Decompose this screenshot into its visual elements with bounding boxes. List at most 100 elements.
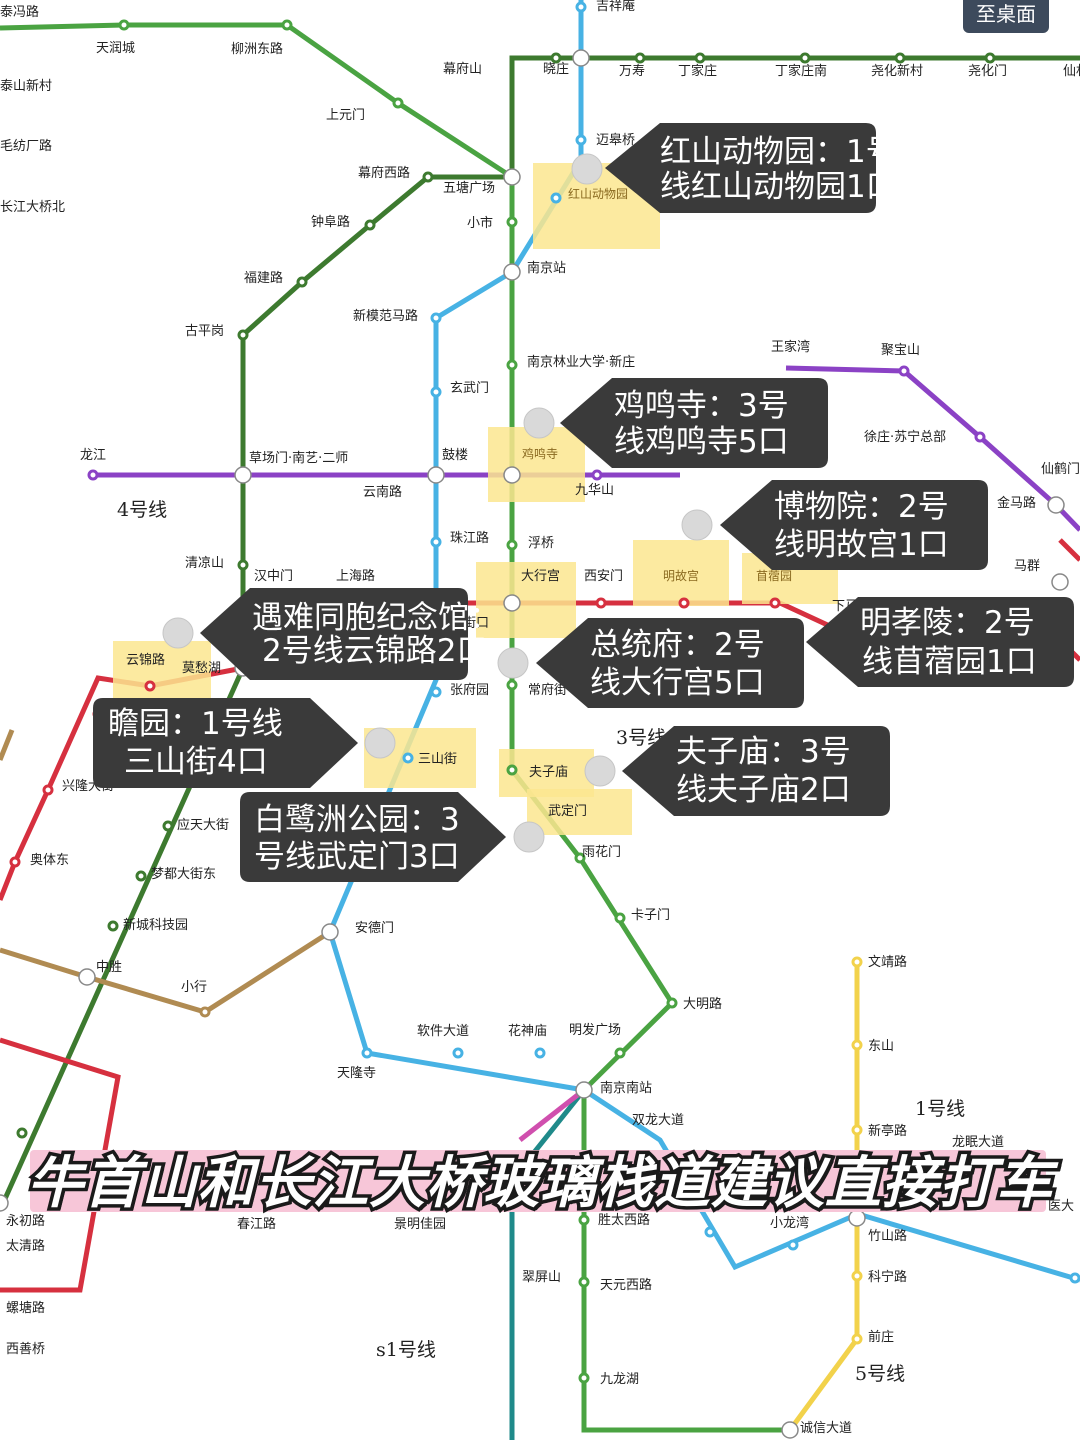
svg-text:幕府西路: 幕府西路 <box>358 165 410 181</box>
svg-text:花神庙: 花神庙 <box>508 1023 547 1039</box>
callout-zhanyuan[interactable]: 瞻园：1号线 三山街4口 <box>93 698 358 788</box>
svg-text:奥体东: 奥体东 <box>30 853 69 868</box>
svg-text:线鸡鸣寺5口: 线鸡鸣寺5口 <box>614 424 789 460</box>
svg-text:龙眠大道: 龙眠大道 <box>952 1135 1004 1150</box>
svg-text:线红山动物园1口: 线红山动物园1口 <box>660 169 897 205</box>
svg-text:明故宫: 明故宫 <box>663 568 699 583</box>
svg-text:幕府山: 幕府山 <box>443 62 482 77</box>
svg-text:线大行宫5口: 线大行宫5口 <box>590 665 765 701</box>
svg-text:翠屏山: 翠屏山 <box>522 1270 561 1285</box>
svg-text:南京南站: 南京南站 <box>600 1080 652 1096</box>
svg-text:总统府：2号: 总统府：2号 <box>590 627 765 663</box>
svg-text:丁家庄南: 丁家庄南 <box>775 63 827 79</box>
svg-text:螺塘路: 螺塘路 <box>6 1300 45 1316</box>
svg-text:大明路: 大明路 <box>683 996 722 1012</box>
svg-text:新城科技园: 新城科技园 <box>123 917 188 933</box>
svg-text:大行宫: 大行宫 <box>521 569 560 584</box>
svg-text:小市: 小市 <box>467 215 493 231</box>
svg-text:明孝陵：2号: 明孝陵：2号 <box>860 605 1035 641</box>
callout-jiming[interactable]: 鸡鸣寺：3号 线鸡鸣寺5口 <box>560 378 828 468</box>
svg-text:南京林业大学·新庄: 南京林业大学·新庄 <box>527 354 635 370</box>
svg-text:卡子门: 卡子门 <box>631 908 670 923</box>
svg-text:鼓楼: 鼓楼 <box>442 448 468 463</box>
svg-text:明发广场: 明发广场 <box>569 1022 621 1038</box>
svg-text:鸡鸣寺：3号: 鸡鸣寺：3号 <box>614 388 789 424</box>
svg-text:东山: 东山 <box>868 1039 894 1054</box>
svg-text:胜太西路: 胜太西路 <box>598 1212 650 1228</box>
svg-text:草场门·南艺·二师: 草场门·南艺·二师 <box>249 450 348 466</box>
svg-text:诚信大道: 诚信大道 <box>800 1421 852 1436</box>
svg-text:福建路: 福建路 <box>244 270 283 286</box>
interchange-markers <box>0 49 1069 1439</box>
svg-text:永初路: 永初路 <box>6 1213 45 1229</box>
svg-text:线明故宫1口: 线明故宫1口 <box>774 527 949 563</box>
line-1-track <box>327 0 1080 1283</box>
svg-text:5号线: 5号线 <box>855 1363 905 1385</box>
svg-text:科宁路: 科宁路 <box>868 1269 907 1285</box>
callout-museum[interactable]: 博物院：2号 线明故宫1口 <box>720 480 988 570</box>
svg-text:三山街4口: 三山街4口 <box>124 744 268 780</box>
svg-text:线夫子庙2口: 线夫子庙2口 <box>676 772 851 808</box>
svg-text:1号线: 1号线 <box>915 1098 965 1120</box>
svg-text:长江大桥北: 长江大桥北 <box>0 200 65 215</box>
svg-text:清凉山: 清凉山 <box>185 556 224 571</box>
svg-text:天元西路: 天元西路 <box>600 1277 652 1293</box>
svg-text:小行: 小行 <box>181 980 207 995</box>
svg-text:马群: 马群 <box>1014 559 1040 574</box>
svg-text:前庄: 前庄 <box>868 1329 894 1345</box>
svg-text:s1号线: s1号线 <box>376 1339 436 1361</box>
svg-text:金马路: 金马路 <box>997 495 1036 511</box>
svg-text:珠江路: 珠江路 <box>450 530 489 546</box>
svg-text:九龙湖: 九龙湖 <box>600 1372 639 1387</box>
svg-text:夫子庙: 夫子庙 <box>529 765 568 780</box>
banner-background <box>30 1150 1046 1212</box>
svg-text:柳洲东路: 柳洲东路 <box>231 41 283 57</box>
line-name-labels: 4号线 3号线 1号线 5号线 s1号线 <box>117 499 965 1385</box>
caption-banner: 牛首山和长江大桥玻璃栈道建议直接打车 <box>24 1148 1056 1220</box>
svg-text:太清路: 太清路 <box>6 1238 45 1254</box>
svg-text:丁家庄: 丁家庄 <box>678 63 717 79</box>
svg-text:聚宝山: 聚宝山 <box>881 343 920 358</box>
svg-text:西善桥: 西善桥 <box>6 1341 45 1357</box>
callout-fuzimiao[interactable]: 夫子庙：3号 线夫子庙2口 <box>622 726 890 816</box>
svg-text:武定门: 武定门 <box>548 804 587 819</box>
highlight-daxinggong <box>476 562 576 638</box>
highlight-jiming: 鸡鸣寺 <box>488 427 585 502</box>
svg-text:新模范马路: 新模范马路 <box>353 308 418 324</box>
svg-text:毛纺厂路: 毛纺厂路 <box>0 138 52 154</box>
svg-text:软件大道: 软件大道 <box>417 1024 469 1039</box>
callout-president[interactable]: 总统府：2号 线大行宫5口 <box>536 618 804 708</box>
svg-text:五塘广场: 五塘广场 <box>443 180 495 196</box>
svg-text:竹山路: 竹山路 <box>868 1228 907 1244</box>
svg-text:仙林: 仙林 <box>1063 64 1080 79</box>
svg-text:医大: 医大 <box>1048 1199 1074 1214</box>
svg-text:吉祥庵: 吉祥庵 <box>596 0 635 14</box>
svg-text:南京站: 南京站 <box>527 260 566 276</box>
line-s3-magenta-track <box>518 1088 586 1142</box>
svg-text:号线武定门3口: 号线武定门3口 <box>254 839 460 875</box>
callout-hongshan[interactable]: 红山动物园：1号 线红山动物园1口 <box>605 123 897 213</box>
svg-text:龙江: 龙江 <box>80 448 106 463</box>
svg-text:苜蓿园: 苜蓿园 <box>756 569 792 583</box>
callout-mingxiao[interactable]: 明孝陵：2号 线苜蓿园1口 <box>806 597 1074 687</box>
line-10-track <box>0 929 332 1015</box>
highlight-minggugong: 明故宫 <box>633 540 729 606</box>
svg-text:上元门: 上元门 <box>326 108 365 123</box>
svg-text:玄武门: 玄武门 <box>450 381 489 396</box>
svg-text:张府园: 张府园 <box>450 683 489 698</box>
location-pins <box>162 153 713 853</box>
svg-text:景明佳园: 景明佳园 <box>394 1217 446 1232</box>
svg-text:天隆寺: 天隆寺 <box>337 1066 376 1081</box>
svg-text:西安门: 西安门 <box>584 569 623 584</box>
callout-egret[interactable]: 白鹭洲公园：3 号线武定门3口 <box>240 792 506 882</box>
line-10-track-west <box>0 729 15 761</box>
svg-text:莫愁湖: 莫愁湖 <box>182 661 221 676</box>
svg-text:双龙大道: 双龙大道 <box>632 1113 684 1128</box>
svg-text:九华山: 九华山 <box>575 483 614 498</box>
svg-text:古平岗: 古平岗 <box>185 324 224 339</box>
callout-memorial[interactable]: 遇难同胞纪念馆： 2号线云锦路2口 <box>200 588 500 680</box>
exit-to-desktop-button[interactable]: 至桌面 <box>963 0 1049 33</box>
